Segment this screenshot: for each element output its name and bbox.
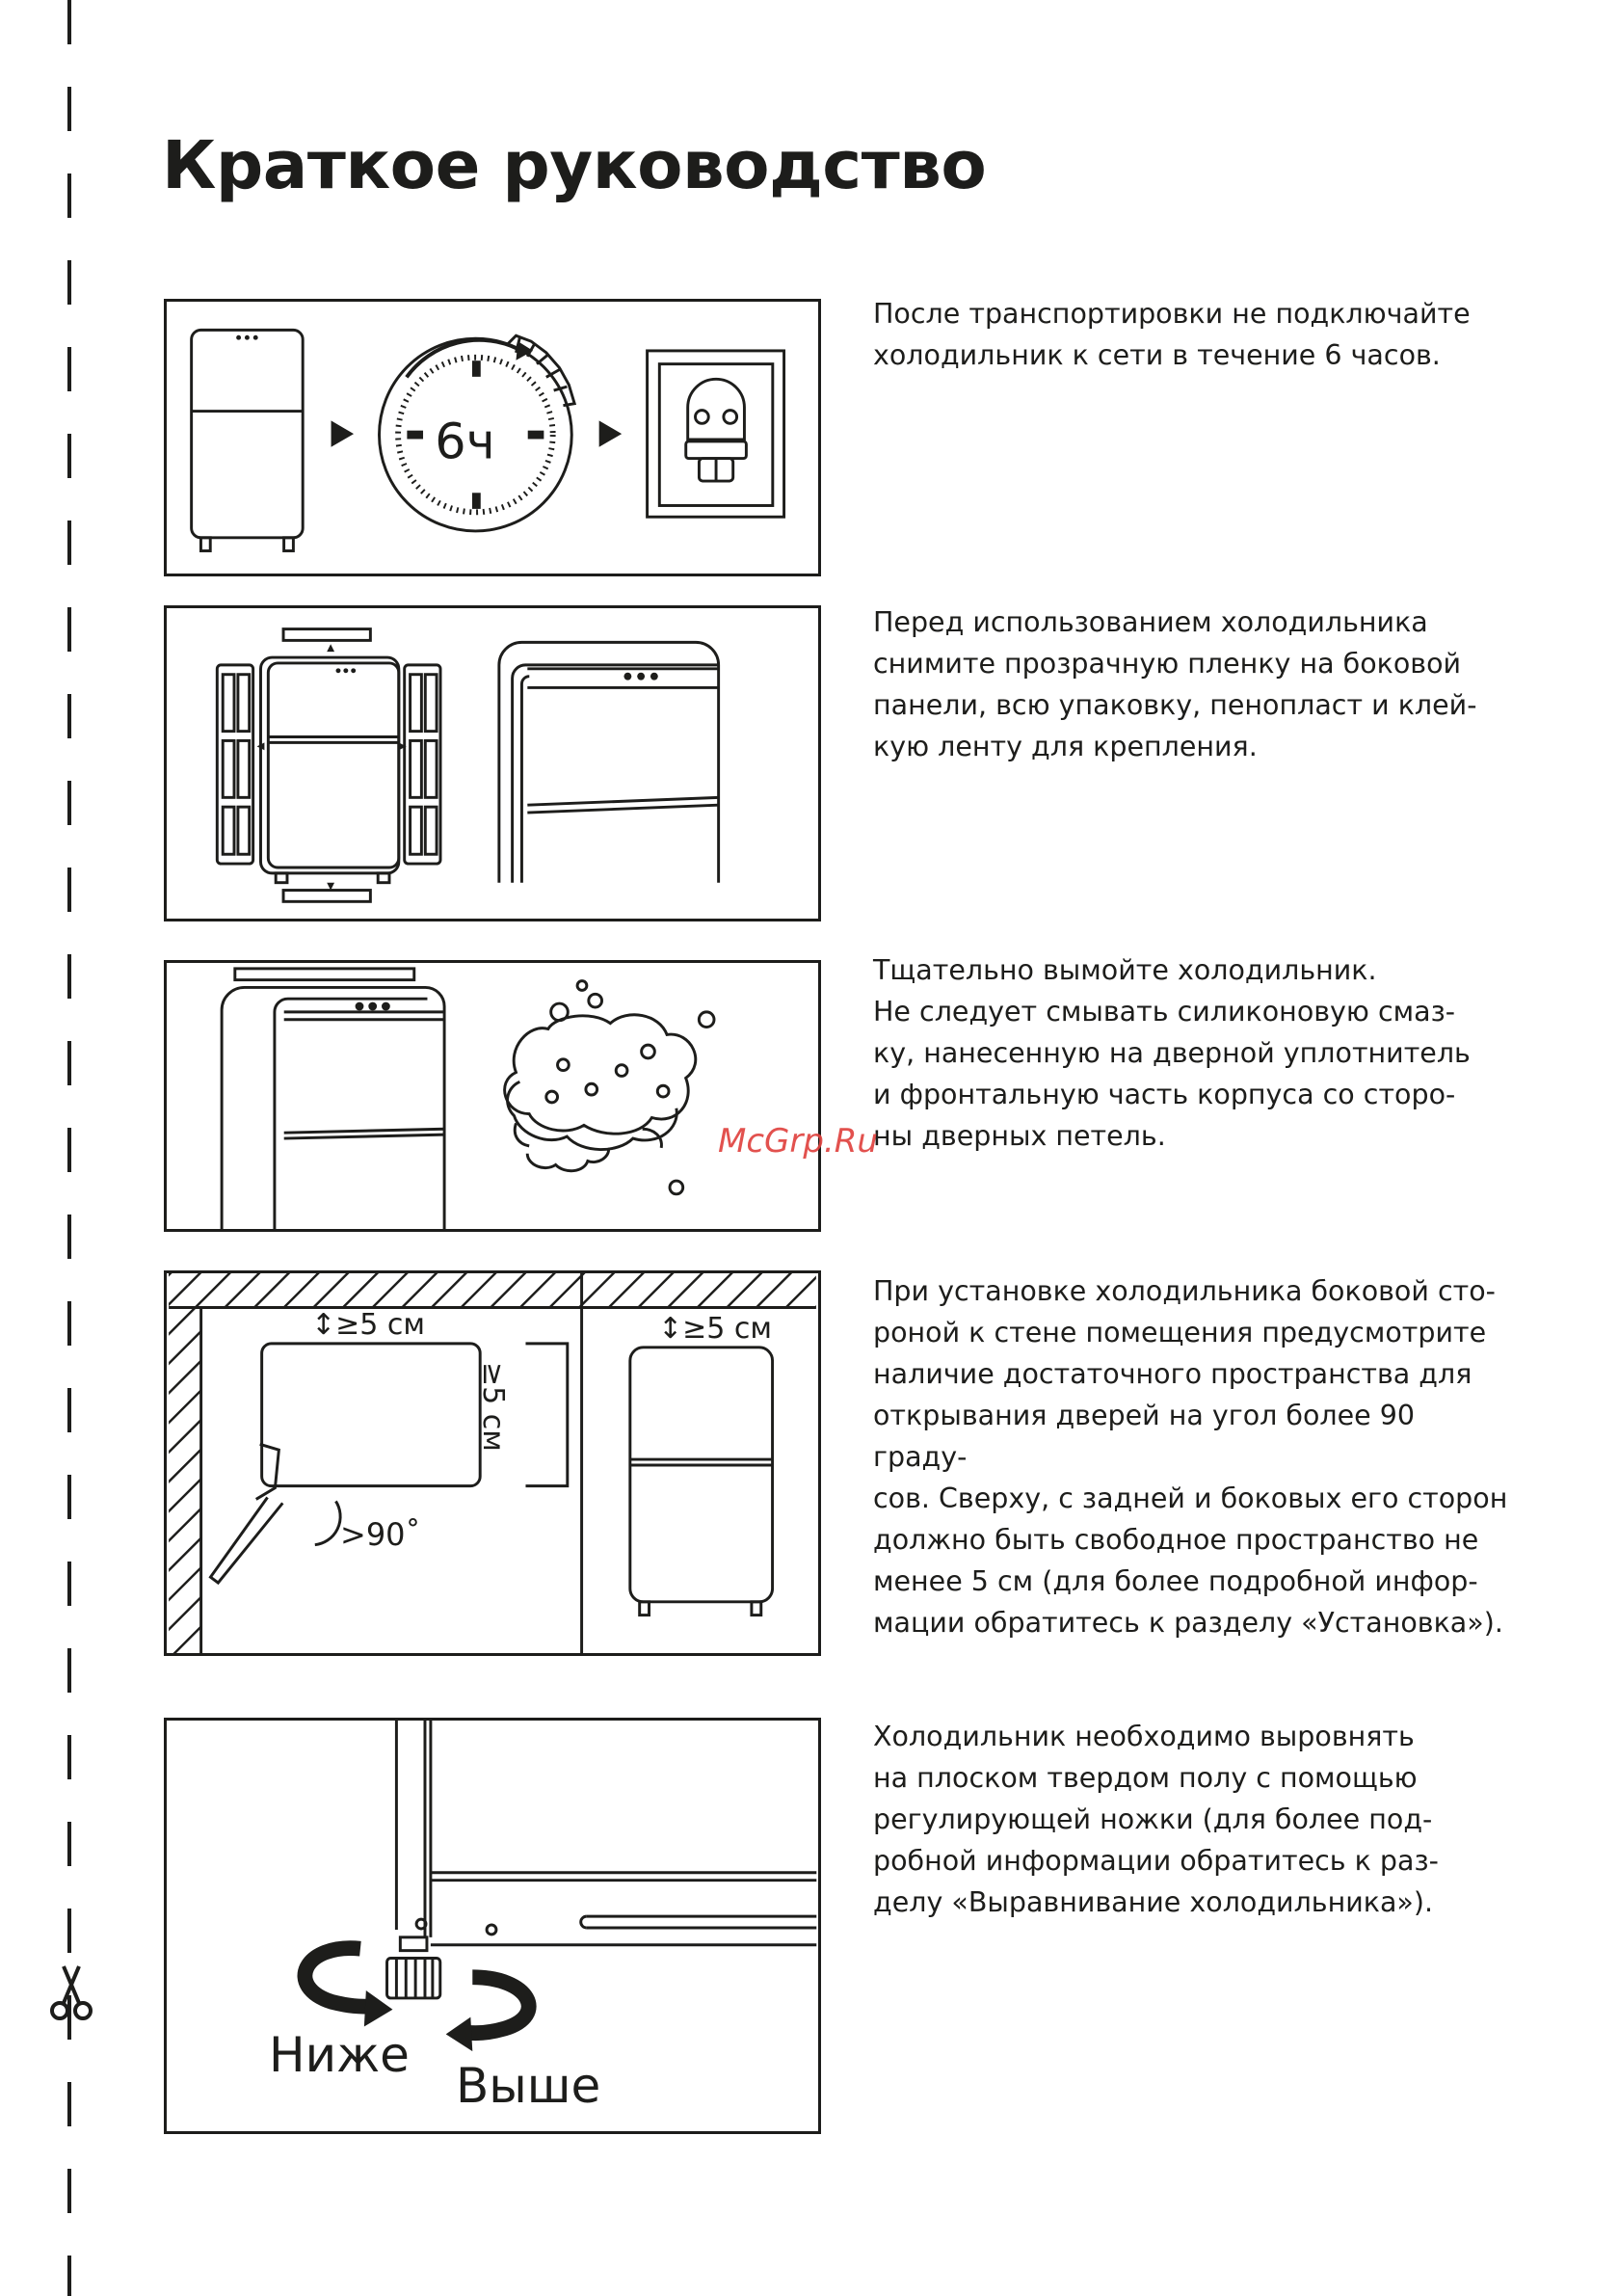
step-5-illustration: Ниже Выше — [164, 1718, 821, 2134]
front-view-clearance-icon — [628, 1346, 775, 1617]
step-4-text: При установке холодильника боковой сто- … — [873, 1275, 1508, 1639]
sponge-icon — [503, 979, 716, 1196]
timer-label: 6ч — [435, 414, 494, 471]
page-title: Краткое руководство — [162, 127, 987, 204]
angle-label: >90˚ — [340, 1516, 421, 1553]
watermark: McGrp.Ru — [718, 1122, 878, 1161]
fridge-icon — [190, 328, 305, 552]
step-5-drawing — [297, 1721, 817, 2052]
cut-line — [67, 0, 71, 2296]
side-gap-label: ≥5 см — [476, 1362, 510, 1452]
top-gap-label: ↕≥5 см — [311, 1308, 426, 1342]
rotate-left-arrow-icon — [297, 1940, 393, 2027]
scissors-icon — [50, 1965, 93, 2020]
leveling-foot-icon — [385, 1721, 817, 2000]
front-gap-label: ↕≥5 см — [658, 1312, 773, 1346]
step-3-illustration — [164, 960, 821, 1232]
fridge-with-packaging-icon — [215, 627, 442, 903]
timer-icon — [378, 334, 577, 533]
step-2-text: Перед использованием холодильника снимит… — [873, 606, 1477, 762]
power-socket-icon — [646, 349, 786, 519]
higher-label: Выше — [456, 2058, 601, 2114]
fridge-closeup-icon — [497, 640, 721, 883]
lower-label: Ниже — [269, 2027, 410, 2083]
top-view-clearance-icon — [169, 1273, 816, 1653]
step-3-text: Тщательно вымойте холодильник. Не следуе… — [873, 954, 1471, 1152]
step-2-illustration — [164, 605, 821, 921]
step-4-drawing — [169, 1273, 816, 1653]
step-1-text: После транспортировки не подключайте хол… — [873, 298, 1471, 371]
fridge-closeup-icon — [220, 967, 446, 1229]
step-3-drawing — [220, 967, 716, 1229]
rotate-right-arrow-icon — [445, 1969, 537, 2052]
step-4-illustration: ↕≥5 см ≥5 см >90˚ ↕≥5 см — [164, 1270, 821, 1656]
step-1-illustration: 6ч — [164, 299, 821, 576]
step-2-drawing — [215, 627, 721, 903]
step-5-text: Холодильник необходимо выровнять на плос… — [873, 1721, 1439, 1918]
step-1-drawing: 6ч — [190, 328, 786, 552]
